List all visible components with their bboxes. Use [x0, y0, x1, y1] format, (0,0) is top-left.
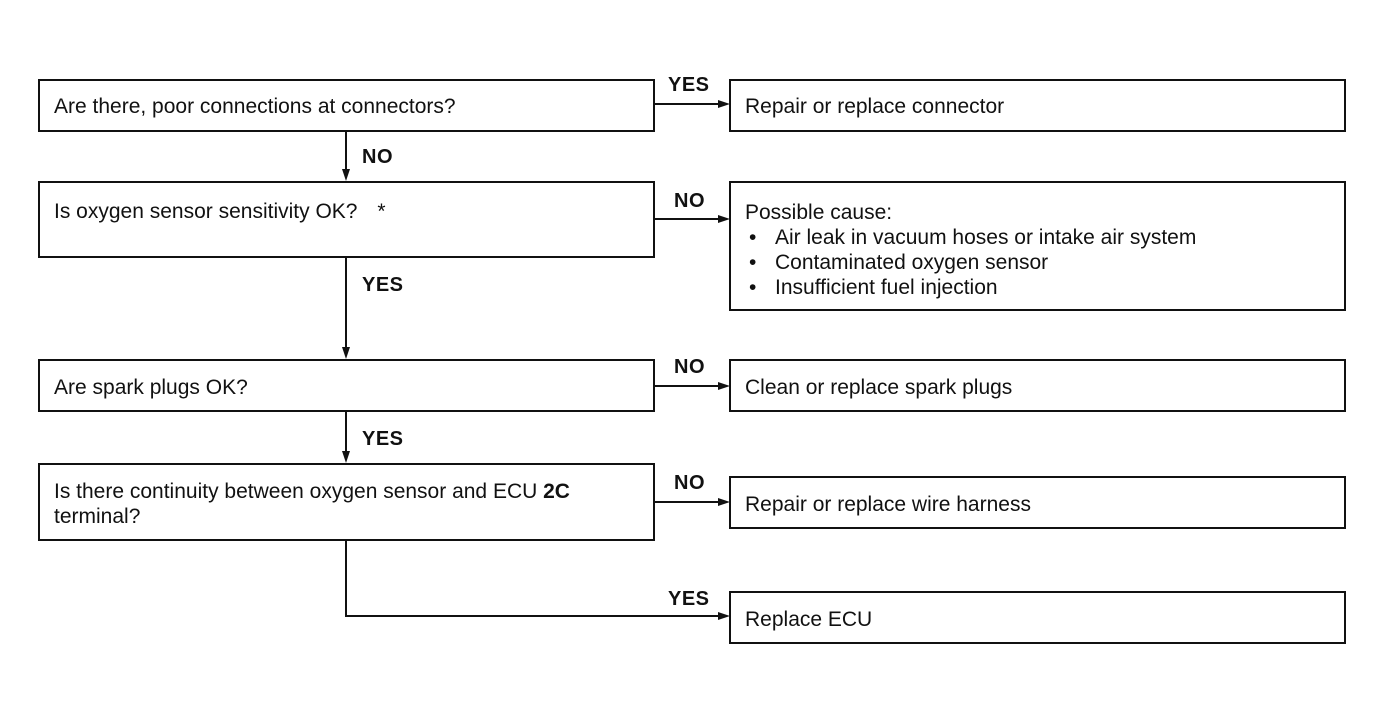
action-box-repair-connector: Repair or replace connector [729, 79, 1346, 132]
label-q1-yes: YES [668, 74, 710, 96]
question-text-continuity-main: Is there continuity between oxygen senso… [54, 480, 538, 503]
terminal-label-2c: 2C [543, 480, 570, 503]
arrowhead-q4-no [718, 498, 730, 506]
list-item: Insufficient fuel injection [745, 275, 1196, 300]
action-box-possible-cause: Possible cause: Air leak in vacuum hoses… [729, 181, 1346, 311]
possible-cause-block: Possible cause: Air leak in vacuum hoses… [745, 200, 1196, 300]
action-box-spark-plugs: Clean or replace spark plugs [729, 359, 1346, 412]
action-text-spark-plugs: Clean or replace spark plugs [745, 376, 1013, 399]
question-text-continuity: Is there continuity between oxygen senso… [54, 479, 570, 529]
label-q2-no: NO [674, 190, 705, 212]
label-q4-no: NO [674, 472, 705, 494]
question-text-oxygen-sensitivity-main: Is oxygen sensor sensitivity OK? [54, 200, 358, 223]
label-q2-yes: YES [362, 274, 404, 296]
action-text-repair-connector: Repair or replace connector [745, 95, 1005, 118]
connector-q4-yes [345, 540, 722, 617]
question-box-spark-plugs: Are spark plugs OK? [38, 359, 655, 412]
label-q3-no: NO [674, 356, 705, 378]
arrowhead-q3-no [718, 382, 730, 390]
action-text-wire-harness: Repair or replace wire harness [745, 493, 1031, 516]
arrowhead-q4-yes [718, 612, 730, 620]
question-box-continuity: Is there continuity between oxygen senso… [38, 463, 655, 541]
question-text-spark-plugs: Are spark plugs OK? [54, 376, 248, 399]
action-box-replace-ecu: Replace ECU [729, 591, 1346, 644]
arrowhead-q1-yes [718, 100, 730, 108]
question-text-continuity-end: terminal? [54, 505, 141, 528]
arrowhead-q2-no [718, 215, 730, 223]
possible-cause-heading: Possible cause: [745, 201, 893, 224]
arrowhead-q2-yes [342, 347, 350, 359]
label-q1-no: NO [362, 146, 393, 168]
action-box-wire-harness: Repair or replace wire harness [729, 476, 1346, 529]
footnote-asterisk: * [377, 200, 386, 223]
question-box-oxygen-sensitivity: Is oxygen sensor sensitivity OK? * [38, 181, 655, 258]
arrowhead-q1-no [342, 169, 350, 181]
question-text-connectors: Are there, poor connections at connector… [54, 95, 456, 118]
action-text-replace-ecu: Replace ECU [745, 608, 873, 631]
question-text-oxygen-sensitivity: Is oxygen sensor sensitivity OK? * [54, 199, 386, 224]
possible-cause-list: Air leak in vacuum hoses or intake air s… [745, 225, 1196, 300]
list-item: Air leak in vacuum hoses or intake air s… [745, 225, 1196, 250]
list-item: Contaminated oxygen sensor [745, 250, 1196, 275]
label-q3-yes: YES [362, 428, 404, 450]
question-box-connectors: Are there, poor connections at connector… [38, 79, 655, 132]
label-q4-yes: YES [668, 588, 710, 610]
arrowhead-q3-yes [342, 451, 350, 463]
